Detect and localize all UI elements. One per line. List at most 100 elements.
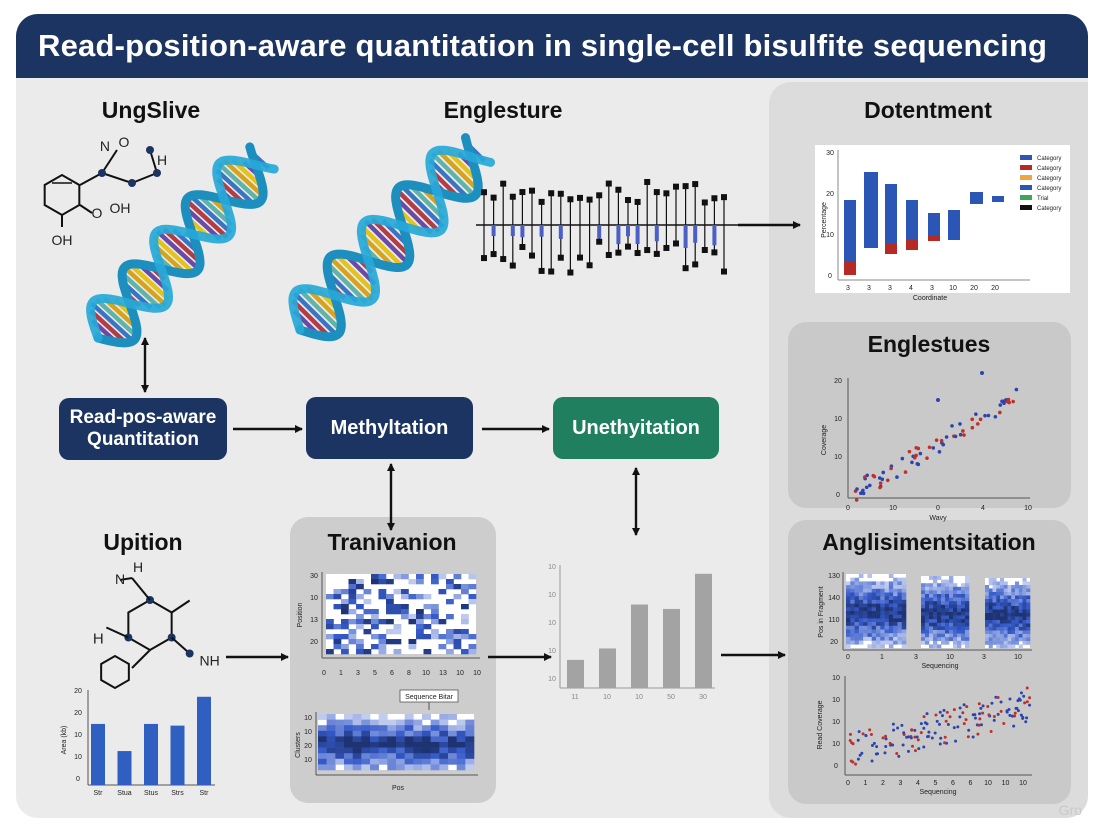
heatmap-cell xyxy=(945,626,950,631)
heatmap-cell xyxy=(988,630,993,635)
heatmap-cell xyxy=(1018,623,1023,628)
scatter-point xyxy=(943,735,947,739)
heatmap-cell xyxy=(446,614,454,620)
atom-label: OH xyxy=(52,232,73,248)
heatmap-cell xyxy=(880,581,885,586)
heatmap-cell xyxy=(876,625,881,630)
heatmap-cell xyxy=(985,606,990,610)
heatmap-cell xyxy=(446,634,454,640)
scatter-point xyxy=(851,760,855,764)
heatmap-cell xyxy=(937,644,942,649)
scatter-point xyxy=(935,719,939,723)
heatmap-cell xyxy=(333,634,342,640)
heatmap-cell xyxy=(850,607,855,612)
section-label-bottom-right: Anglisimentsitation xyxy=(822,529,1036,555)
heatmap-cell xyxy=(1003,630,1008,635)
heatmap-cell xyxy=(446,579,454,585)
scatter-point xyxy=(977,723,981,727)
heatmap-cell xyxy=(1022,592,1027,596)
heatmap-cell xyxy=(456,719,466,726)
heatmap-cell xyxy=(846,640,851,645)
heatmap-cell xyxy=(941,608,946,613)
scatter-point xyxy=(937,450,942,454)
heatmap-cell xyxy=(1011,606,1016,610)
x-tick-label: 0 xyxy=(846,780,850,787)
heatmap-cell xyxy=(880,588,885,593)
heatmap-cell xyxy=(933,579,938,584)
heatmap-cell xyxy=(465,742,475,748)
profile-marker xyxy=(500,180,507,187)
heatmap-cell xyxy=(992,588,997,593)
heatmap-cell xyxy=(1022,627,1027,631)
heatmap-cell xyxy=(929,608,934,613)
x-tick-label: 10 xyxy=(422,670,430,677)
heatmap-cell xyxy=(344,725,353,732)
scatter-point xyxy=(941,442,946,447)
heatmap-cell xyxy=(858,625,864,630)
heatmap-cell xyxy=(897,618,903,623)
x-tick-label: Stus xyxy=(144,790,159,797)
atom-node xyxy=(128,179,136,187)
unmethylation-box: Unethyitation xyxy=(553,397,719,459)
heatmap-cell xyxy=(988,623,993,628)
profile-marker xyxy=(653,189,660,196)
heatmap-cell xyxy=(386,619,394,625)
x-tick-label: 2 xyxy=(881,780,885,787)
heatmap-cell xyxy=(456,736,466,743)
phenyl-ring xyxy=(100,654,130,690)
heatmap-cell xyxy=(880,592,885,597)
scatter-point xyxy=(952,708,956,712)
y-tick-label: 10 xyxy=(826,232,834,239)
heatmap-cell xyxy=(850,603,855,608)
heatmap-cell xyxy=(953,622,958,627)
heatmap-cell xyxy=(901,614,907,619)
bond xyxy=(119,577,133,581)
heatmap-cell xyxy=(863,614,868,619)
heatmap-cell xyxy=(430,758,440,765)
heatmap-cell xyxy=(867,625,873,630)
heatmap-cell xyxy=(326,619,334,625)
heatmap-cell xyxy=(344,747,353,754)
heatmap-cell xyxy=(921,594,926,598)
heatmap-cell xyxy=(961,586,966,591)
heatmap-cell xyxy=(937,622,942,627)
heatmap-cell xyxy=(333,604,342,610)
bond xyxy=(101,172,133,184)
heatmap-cell xyxy=(949,619,954,624)
heatmap-cell xyxy=(1022,578,1027,582)
bond xyxy=(131,577,151,601)
profile-marker xyxy=(548,190,555,197)
profile-blue-mark xyxy=(558,225,563,239)
scatter-point xyxy=(998,410,1002,415)
heatmap-cell xyxy=(929,590,934,595)
heatmap-cell xyxy=(1015,599,1020,603)
heatmap-cell xyxy=(1000,613,1005,617)
heatmap-cell xyxy=(933,597,938,602)
heatmap-cell xyxy=(992,609,997,614)
heatmap-cell xyxy=(1022,641,1027,645)
scatter-point xyxy=(912,455,917,460)
heatmap-cell xyxy=(949,608,954,613)
heatmap-cell xyxy=(1007,602,1012,607)
heatmap-cell xyxy=(370,742,379,748)
heatmap-cell xyxy=(344,714,353,720)
scatter-point xyxy=(1012,724,1016,728)
scatter-point xyxy=(854,498,859,502)
scatter-point xyxy=(855,487,859,491)
section-label-top-right: Dotentment xyxy=(864,97,992,123)
heatmap-cell xyxy=(867,644,873,649)
heatmap-cell xyxy=(921,630,926,634)
heatmap-cell xyxy=(854,636,860,641)
x-tick-label: 10 xyxy=(635,694,643,701)
heatmap-cell xyxy=(430,719,440,726)
heatmap-cell xyxy=(1015,592,1020,596)
heatmap-cell xyxy=(949,594,954,598)
y-tick-label: 20 xyxy=(310,639,318,646)
heatmap-cell xyxy=(326,624,334,630)
x-tick-label: 0 xyxy=(846,505,850,512)
heatmap-cell xyxy=(929,626,934,631)
scatter-point xyxy=(859,491,863,496)
heatmap-cell xyxy=(937,601,942,606)
heatmap-cell xyxy=(901,603,907,608)
